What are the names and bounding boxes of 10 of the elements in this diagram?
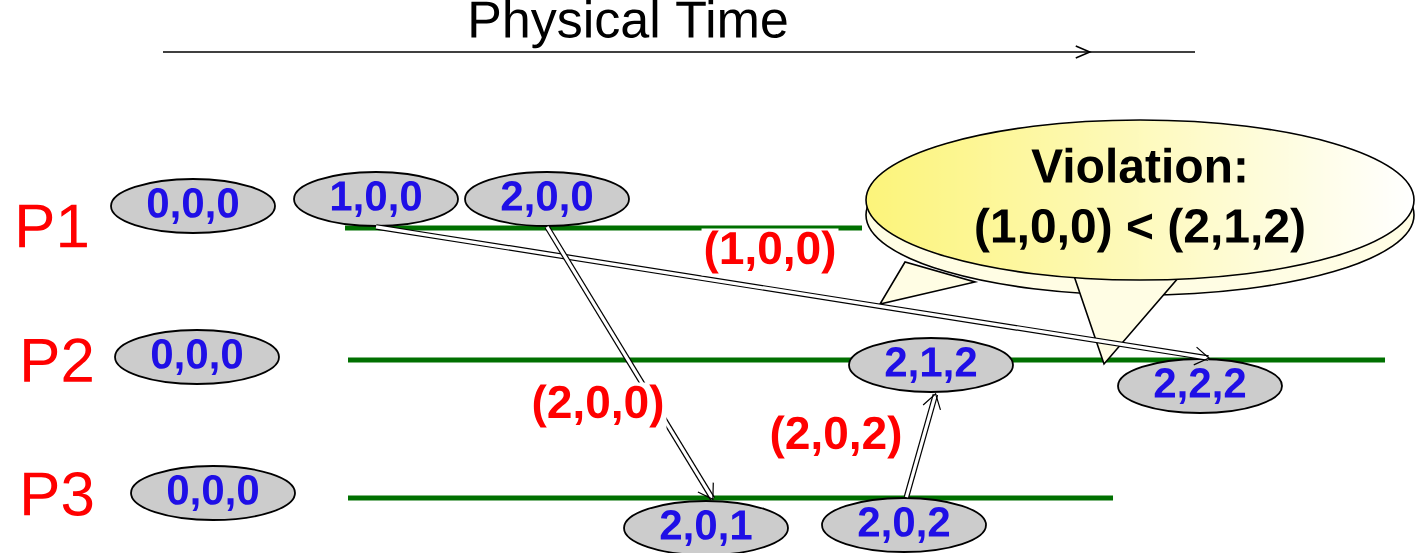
message-arrow: [903, 392, 942, 498]
process-label: P2: [24, 338, 92, 382]
message-arrow: [375, 224, 1211, 366]
edge-label: (2,0,0): [529, 382, 667, 430]
axis-label: Physical Time: [471, 0, 787, 49]
edge-label: (1,0,0): [701, 228, 839, 276]
process-label: P3: [24, 472, 93, 516]
edge-label: (2,0,2): [767, 413, 905, 461]
process-label: P1: [19, 204, 87, 248]
message-arrow: [544, 225, 715, 501]
